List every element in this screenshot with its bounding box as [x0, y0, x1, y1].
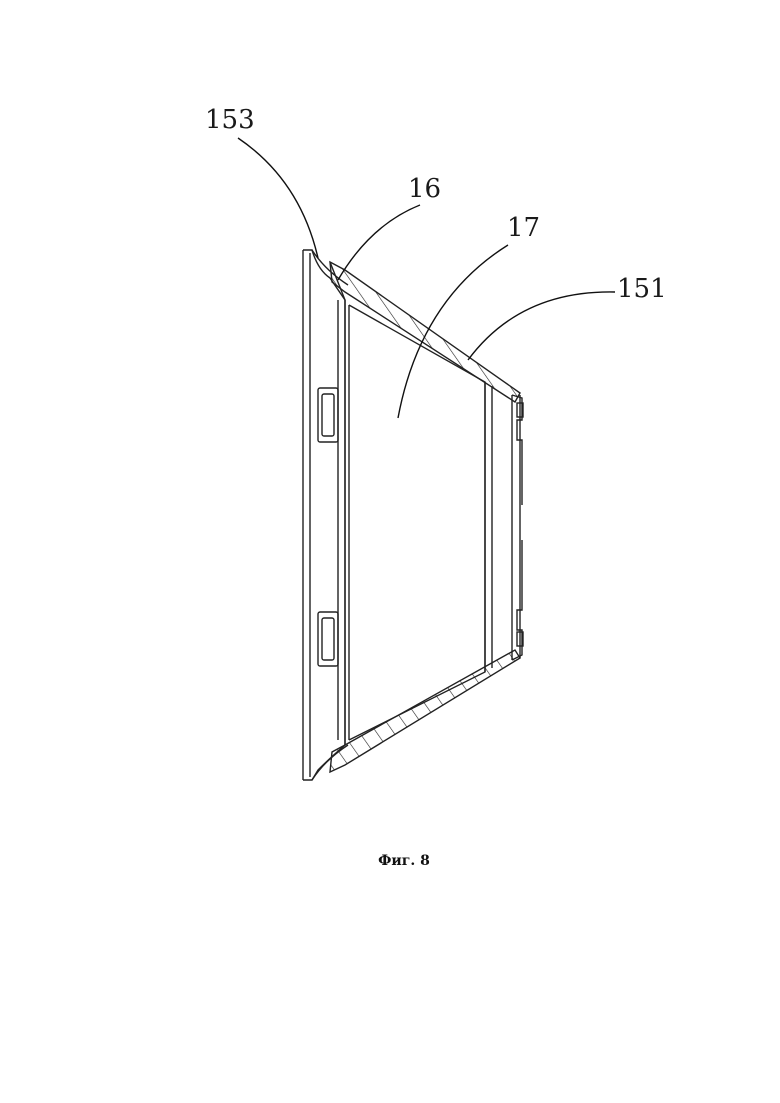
device-outline	[303, 250, 523, 780]
leader-151	[468, 292, 615, 360]
label-16: 16	[408, 174, 441, 204]
leader-153	[238, 138, 318, 258]
clip-bottom-inner	[322, 618, 334, 660]
clip-top-inner	[322, 394, 334, 436]
clip-top	[318, 388, 338, 442]
leader-16	[338, 205, 420, 280]
main-body	[349, 305, 485, 740]
top-hatched-wall	[330, 262, 520, 402]
front-rim	[303, 250, 345, 780]
label-153: 153	[205, 105, 255, 135]
clip-bottom	[318, 612, 338, 666]
bottom-hatched-wall	[330, 650, 520, 772]
figure-caption: Фиг. 8	[0, 853, 780, 869]
label-17: 17	[507, 213, 540, 243]
label-151: 151	[617, 274, 667, 304]
reference-labels: 153 16 17 151	[205, 105, 667, 304]
